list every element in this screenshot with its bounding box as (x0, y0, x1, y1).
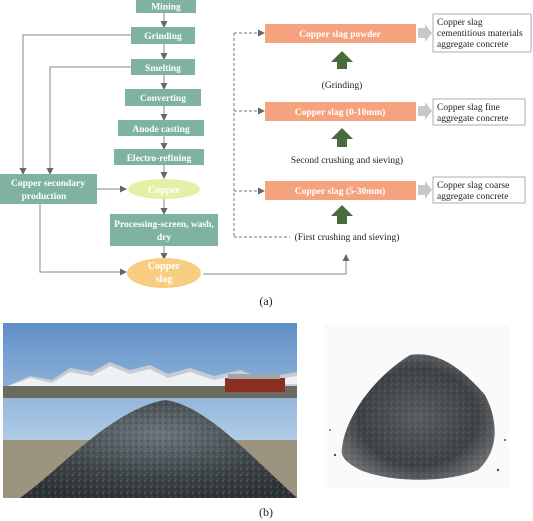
process-step-anode-casting: Anode casting (118, 120, 204, 136)
use-line: Copper slag (437, 18, 483, 28)
processing-box: Processing-screen, wash, dry (110, 214, 218, 246)
copper-slag-node: Copper slag (127, 258, 201, 288)
product-box-fine: Copper slag (0-10mm) (265, 102, 416, 121)
product-label: Copper slag (5-30mm) (295, 186, 386, 197)
caption-b: (b) (259, 505, 273, 519)
slag-line2: slag (156, 274, 173, 285)
slag-line1: Copper (148, 261, 181, 272)
dashed-bracket (233, 29, 290, 238)
secondary-production-line1: Copper secondary (11, 179, 85, 189)
product-box-powder: Copper slag powder (265, 24, 416, 43)
step-label-first-crushing: (First crushing and sieving) (295, 232, 400, 243)
right-arrow-icon (418, 181, 432, 199)
use-line: Copper slag coarse (437, 181, 509, 191)
product-label: Copper slag powder (299, 30, 381, 40)
step-label-grinding: (Grinding) (322, 80, 363, 91)
secondary-production-box: Copper secondary production (0, 174, 97, 204)
process-step-label: Smelting (145, 64, 181, 74)
product-label: Copper slag (0-10mm) (295, 107, 386, 118)
photo-slag-powder (324, 325, 509, 488)
step-label-second-crushing: Second crushing and sieving) (291, 155, 403, 166)
secondary-production-line2: production (22, 192, 67, 202)
process-step-smelting: Smelting (131, 59, 195, 75)
caption-a: (a) (259, 294, 272, 308)
process-step-label: Electro-refining (127, 154, 192, 164)
copper-label: Copper (148, 185, 181, 196)
process-step-converting: Converting (125, 89, 201, 106)
right-arrow-icon (418, 102, 432, 120)
process-step-mining: Mining (136, 0, 196, 13)
up-arrow-icon (331, 51, 353, 69)
process-step-label: Converting (140, 94, 186, 104)
process-step-label: Anode casting (132, 125, 190, 135)
use-line: aggregate concrete (437, 192, 508, 202)
processing-line2: dry (157, 233, 172, 243)
use-box-fine: Copper slag fine aggregate concrete (432, 98, 526, 126)
up-arrow-icon (331, 128, 353, 147)
process-step-label: Grinding (144, 32, 182, 42)
processing-line1: Processing-screen, wash, (114, 220, 214, 230)
use-box-powder: Copper slag cementitious materials aggre… (432, 13, 532, 53)
product-box-coarse: Copper slag (5-30mm) (265, 181, 416, 200)
use-line: cementitious materials (437, 29, 523, 39)
use-line: aggregate concrete (437, 40, 508, 50)
copper-node: Copper (128, 179, 200, 199)
right-arrow-icon (418, 24, 432, 42)
use-line: Copper slag fine (437, 102, 500, 113)
process-step-electro-refining: Electro-refining (114, 149, 204, 165)
up-arrow-icon (331, 205, 353, 224)
connector-lines (19, 13, 350, 276)
use-line: aggregate concrete (437, 114, 508, 124)
use-box-coarse: Copper slag coarse aggregate concrete (432, 176, 526, 204)
process-step-grinding: Grinding (131, 27, 195, 44)
photo-slag-pile (3, 323, 297, 498)
process-step-label: Mining (151, 3, 181, 13)
